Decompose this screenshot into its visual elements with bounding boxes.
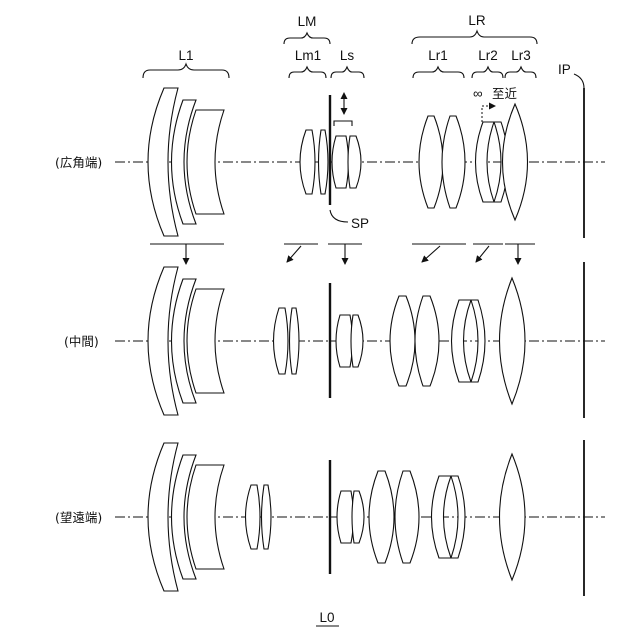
brace-lm1 bbox=[289, 67, 326, 78]
movement-arrows bbox=[150, 244, 535, 264]
label-focus-infinity: ∞ bbox=[473, 86, 483, 101]
lens-group-ls-wide bbox=[332, 136, 361, 188]
lens-group-lm1-tele bbox=[246, 485, 272, 549]
label-ls: Ls bbox=[340, 48, 355, 63]
label-lr3: Lr3 bbox=[511, 48, 531, 63]
caption-wide: (広角端) bbox=[55, 155, 102, 170]
lens-group-l1 bbox=[148, 88, 224, 236]
brace-l1 bbox=[143, 64, 229, 78]
lens-lr3-tele bbox=[500, 454, 526, 580]
brace-lr1 bbox=[413, 67, 464, 78]
lens-group-lr1-tele bbox=[369, 471, 419, 563]
label-l1: L1 bbox=[178, 48, 193, 63]
lenses-wide bbox=[300, 95, 528, 220]
label-lr: LR bbox=[468, 13, 486, 28]
caption-middle: (中間) bbox=[64, 334, 99, 349]
label-lr2: Lr2 bbox=[478, 48, 498, 63]
lens-group-ls-tele bbox=[337, 491, 364, 543]
brace-lr2 bbox=[472, 67, 503, 78]
ls-bracket bbox=[334, 121, 352, 126]
lens-group-lm1-middle bbox=[274, 308, 300, 374]
lens-lr3-middle bbox=[500, 278, 526, 404]
brace-lr bbox=[412, 31, 537, 44]
lens-group-lm1-wide bbox=[300, 130, 328, 194]
focus-arrow bbox=[482, 106, 495, 122]
figure-label: L0 bbox=[319, 610, 334, 625]
lens-group-lr1-middle bbox=[390, 296, 439, 386]
caption-tele: (望遠端) bbox=[55, 510, 102, 525]
lenses-middle bbox=[148, 267, 525, 415]
lenses-tele bbox=[148, 443, 525, 591]
label-lm1: Lm1 bbox=[295, 48, 321, 63]
lens-group-ls-middle bbox=[336, 315, 363, 367]
lens-lr3-wide bbox=[503, 104, 528, 220]
lens-group-lr2-middle bbox=[452, 300, 486, 382]
label-focus-near: 至近 bbox=[492, 86, 518, 101]
label-lm: LM bbox=[298, 14, 317, 29]
label-ip: IP bbox=[558, 62, 571, 77]
leader-sp bbox=[330, 210, 348, 222]
brace-lm bbox=[284, 33, 330, 44]
lens-group-lr1-wide bbox=[419, 116, 465, 208]
label-lr1: Lr1 bbox=[428, 48, 448, 63]
brace-lr3 bbox=[505, 67, 536, 78]
leader-ip bbox=[574, 74, 584, 88]
brace-ls bbox=[331, 67, 364, 78]
label-sp: SP bbox=[351, 216, 369, 231]
